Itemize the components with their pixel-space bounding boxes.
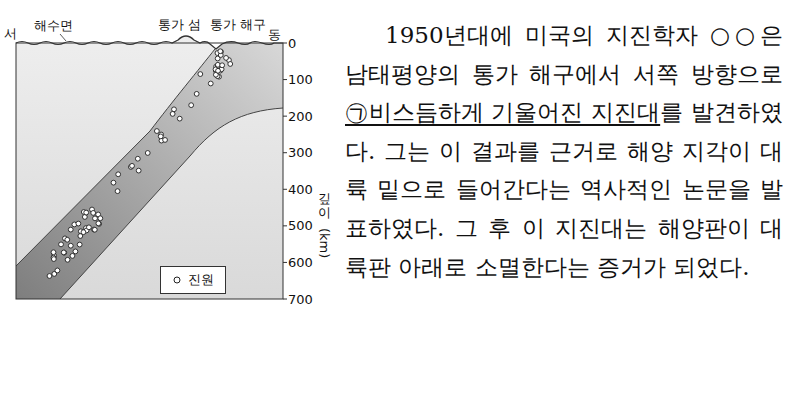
hypocenters <box>47 49 233 279</box>
paragraph-text: 1950년대에 미국의 지진학자 ○○은 남태평양의 통가 해구에서 서쪽 방향… <box>345 22 783 87</box>
hypocenter <box>130 163 135 168</box>
hypocenter <box>189 103 194 108</box>
hypocenter <box>51 257 56 262</box>
trench-label: 통가 해구 <box>210 17 266 32</box>
hypocenter <box>163 138 168 143</box>
depth-tick <box>283 262 287 263</box>
depth-tick <box>283 79 287 80</box>
hypocenter <box>59 242 64 247</box>
hypocenter <box>158 134 163 139</box>
hypocenter <box>77 242 82 247</box>
depth-value: 100 <box>288 72 313 87</box>
hypocenter <box>92 227 97 232</box>
depth-ticks <box>283 43 287 299</box>
hypocenter <box>198 72 203 77</box>
hypocenter <box>47 274 52 279</box>
hypocenter <box>65 257 70 262</box>
band-upper-edge <box>16 49 215 266</box>
hypocenter <box>111 180 116 185</box>
paragraph: 1950년대에 미국의 지진학자 ○○은 남태평양의 통가 해구에서 서쪽 방향… <box>10 16 783 286</box>
direction-label: 서 <box>4 26 17 41</box>
depth-value: 700 <box>288 292 313 307</box>
depth-tick <box>283 116 287 117</box>
hypocenter <box>216 68 221 73</box>
hypocenter <box>55 268 60 273</box>
depth-tick <box>283 225 287 226</box>
depth-value: 300 <box>288 145 313 160</box>
legend-text: 진원 <box>188 271 214 289</box>
hypocenter <box>70 253 75 258</box>
direction-label: 동 <box>268 27 281 42</box>
earthquake-zone-band <box>16 42 283 299</box>
axis-title: 깊이 <box>318 192 331 221</box>
hypocenter <box>228 62 233 67</box>
depth-tick <box>283 299 287 300</box>
hypocenter <box>76 221 81 226</box>
hypocenter <box>92 227 97 232</box>
legend-symbol <box>172 275 182 285</box>
hypocenter <box>136 168 141 173</box>
sea-surface-label: 해수면 <box>34 18 73 33</box>
depth-value: 400 <box>288 182 313 197</box>
hypocenter <box>51 250 56 255</box>
hypocenter <box>218 49 223 54</box>
hypocenter <box>98 216 103 221</box>
hypocenter <box>87 225 92 230</box>
hypocenter <box>91 211 96 216</box>
depth-value: 200 <box>288 109 313 124</box>
hypocenter <box>81 230 86 235</box>
hypocenter <box>73 249 78 254</box>
hypocenter <box>224 56 229 61</box>
leader-line <box>60 34 66 41</box>
hypocenter <box>65 237 70 242</box>
hypocenter <box>135 156 140 161</box>
hypocenter <box>220 63 225 68</box>
mantle <box>16 36 283 299</box>
hypocenter <box>194 91 199 96</box>
depth-tick <box>283 43 287 44</box>
hypocenter <box>96 221 101 226</box>
paragraph-text: 를 발견하였다. 그는 이 결과를 근거로 해양 지각이 대륙 밑으로 들어간다… <box>345 99 783 279</box>
hypocenter-symbol <box>174 277 180 283</box>
hypocenter <box>170 111 175 116</box>
hypocenter <box>145 151 150 156</box>
hypocenter <box>154 129 159 134</box>
depth-tick <box>283 152 287 153</box>
hypocenter <box>93 216 98 221</box>
figure: 진원 서 해수면 통가 섬 통가 해구동0 100 200 300 400 500 600 700 깊… <box>0 16 345 308</box>
band-lower-edge <box>60 108 283 299</box>
hypocenter <box>68 243 73 248</box>
depth-value: 0 <box>288 36 296 51</box>
axis-unit: (km) <box>317 228 332 258</box>
hypocenter <box>172 107 177 112</box>
depth-value: 600 <box>288 255 313 270</box>
underlined-phrase: ㉠비스듬하게 기울어진 지진대 <box>345 99 660 125</box>
island-label: 통가 섬 <box>158 17 201 32</box>
hypocenter <box>97 221 102 226</box>
hypocenter <box>61 250 66 255</box>
hypocenter <box>62 250 67 255</box>
hypocenter <box>68 227 73 232</box>
legend-box: 진원 <box>160 266 226 294</box>
depth-tick <box>283 189 287 190</box>
depth-value: 500 <box>288 218 313 233</box>
frame <box>16 43 283 299</box>
hypocenter <box>208 81 213 86</box>
hypocenter <box>177 116 182 121</box>
hypocenter <box>115 189 120 194</box>
hypocenter <box>116 172 121 177</box>
hypocenter <box>84 210 89 215</box>
